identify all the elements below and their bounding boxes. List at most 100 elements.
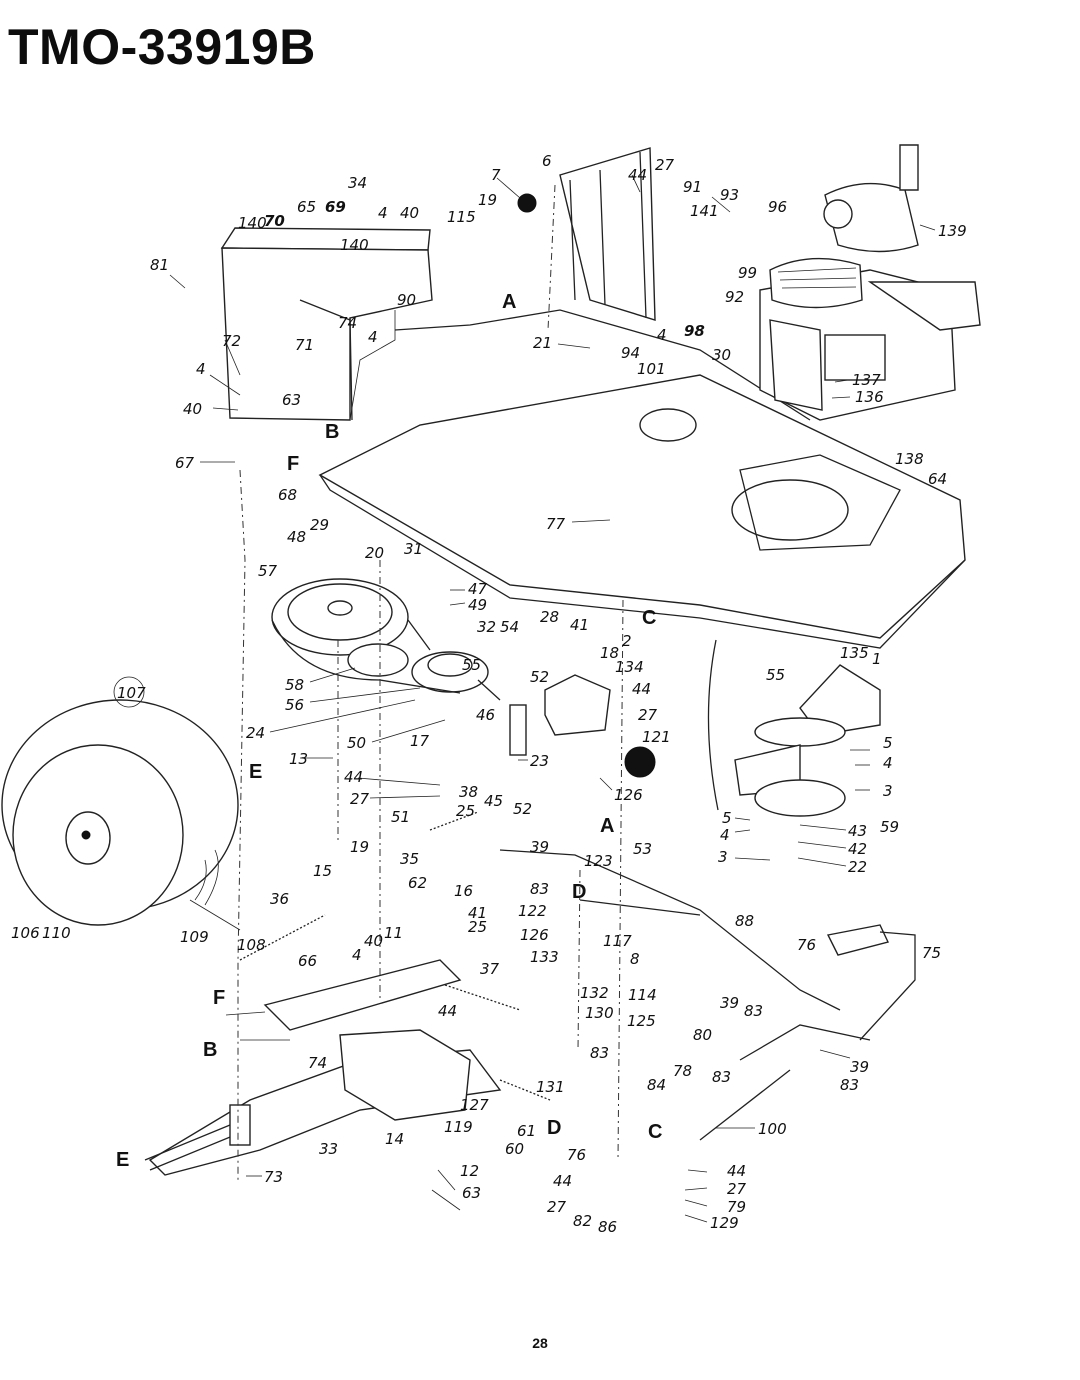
callout-62: 62 [408, 874, 427, 892]
callout-96: 96 [768, 198, 787, 216]
callout-43: 43 [848, 822, 867, 840]
callout-55: 55 [766, 666, 785, 684]
callout-33: 33 [319, 1140, 338, 1158]
callout-40: 40 [183, 400, 202, 418]
callout-44: 44 [438, 1002, 457, 1020]
callout-12: 12 [460, 1162, 479, 1180]
callout-27: 27 [547, 1198, 567, 1216]
callout-35: 35 [400, 850, 419, 868]
reference-letter-d: D [547, 1117, 561, 1139]
callout-29: 29 [310, 516, 329, 534]
callout-79: 79 [727, 1198, 746, 1216]
callout-57: 57 [258, 562, 278, 580]
callout-53: 53 [633, 840, 652, 858]
callout-14: 14 [385, 1130, 404, 1148]
callout-88: 88 [735, 912, 754, 930]
callout-138: 138 [895, 450, 924, 468]
callout-46: 46 [476, 706, 495, 724]
callout-84: 84 [647, 1076, 666, 1094]
callout-83: 83 [712, 1068, 731, 1086]
callout-1: 1 [872, 650, 882, 668]
callout-24: 24 [246, 724, 265, 742]
callout-17: 17 [410, 732, 430, 750]
callout-75: 75 [922, 944, 941, 962]
callout-74: 74 [308, 1054, 327, 1072]
callout-labels: 6 7 27 44 91 93 96 141 99 92 139 34 65 6… [11, 152, 967, 1236]
callout-19: 19 [350, 838, 369, 856]
callout-37: 37 [480, 960, 500, 978]
callout-125: 125 [627, 1012, 656, 1030]
page-title: TMO-33919B [8, 19, 316, 75]
callout-41: 41 [468, 904, 487, 922]
callout-42: 42 [848, 840, 867, 858]
callout-127: 127 [460, 1096, 489, 1114]
callout-141: 141 [690, 202, 719, 220]
callout-81: 81 [150, 256, 169, 274]
reference-letter-e: E [249, 761, 262, 783]
callout-123: 123 [584, 852, 613, 870]
callout-4: 4 [368, 328, 378, 346]
callout-circle [113, 676, 145, 708]
callout-82: 82 [573, 1212, 592, 1230]
callout-21: 21 [533, 334, 552, 352]
callout-3: 3 [718, 848, 728, 866]
callout-83: 83 [530, 880, 549, 898]
callout-126: 126 [614, 786, 643, 804]
callout-58: 58 [285, 676, 304, 694]
callout-5: 5 [722, 809, 732, 827]
callout-72: 72 [222, 332, 241, 350]
callout-22: 22 [848, 858, 867, 876]
callout-18: 18 [600, 644, 619, 662]
callout-92: 92 [725, 288, 744, 306]
callout-93: 93 [720, 186, 739, 204]
callout-60: 60 [505, 1140, 524, 1158]
callout-39: 39 [850, 1058, 869, 1076]
callout-4: 4 [883, 754, 893, 772]
callout-115: 115 [447, 208, 476, 226]
callout-15: 15 [313, 862, 332, 880]
callout-100: 100 [758, 1120, 787, 1138]
callout-45: 45 [484, 792, 503, 810]
callout-90: 90 [397, 291, 416, 309]
callout-48: 48 [287, 528, 306, 546]
callout-20: 20 [365, 544, 384, 562]
reference-letter-a: A [502, 291, 516, 313]
callout-109: 109 [180, 928, 209, 946]
callout-11: 11 [384, 924, 403, 942]
callout-83: 83 [744, 1002, 763, 1020]
callout-49: 49 [468, 596, 487, 614]
callout-3: 3 [883, 782, 893, 800]
callout-65: 65 [297, 198, 316, 216]
callout-25: 25 [456, 802, 475, 820]
callout-83: 83 [590, 1044, 609, 1062]
reference-letter-f: F [287, 453, 299, 475]
callout-67: 67 [175, 454, 195, 472]
callout-61: 61 [517, 1122, 536, 1140]
callout-122: 122 [518, 902, 547, 920]
callout-63: 63 [282, 391, 301, 409]
callout-133: 133 [530, 948, 559, 966]
callout-54: 54 [500, 618, 519, 636]
callout-83: 83 [840, 1076, 859, 1094]
callout-134: 134 [615, 658, 644, 676]
callout-27: 27 [638, 706, 658, 724]
callout-44: 44 [344, 768, 363, 786]
callout-41: 41 [570, 616, 589, 634]
reference-letter-b: B [203, 1039, 217, 1061]
callout-99: 99 [738, 264, 757, 282]
callout-44: 44 [553, 1172, 572, 1190]
callout-16: 16 [454, 882, 473, 900]
callout-76: 76 [567, 1146, 586, 1164]
reference-letters: A A B B C C D D E E F F [116, 291, 662, 1171]
callout-44: 44 [632, 680, 651, 698]
callout-129: 129 [710, 1214, 739, 1232]
callout-63: 63 [462, 1184, 481, 1202]
callout-98: 98 [684, 322, 705, 340]
callout-121: 121 [642, 728, 671, 746]
callout-28: 28 [540, 608, 559, 626]
callout-47: 47 [468, 580, 488, 598]
reference-letter-c: C [648, 1121, 662, 1143]
callout-59: 59 [880, 818, 899, 836]
